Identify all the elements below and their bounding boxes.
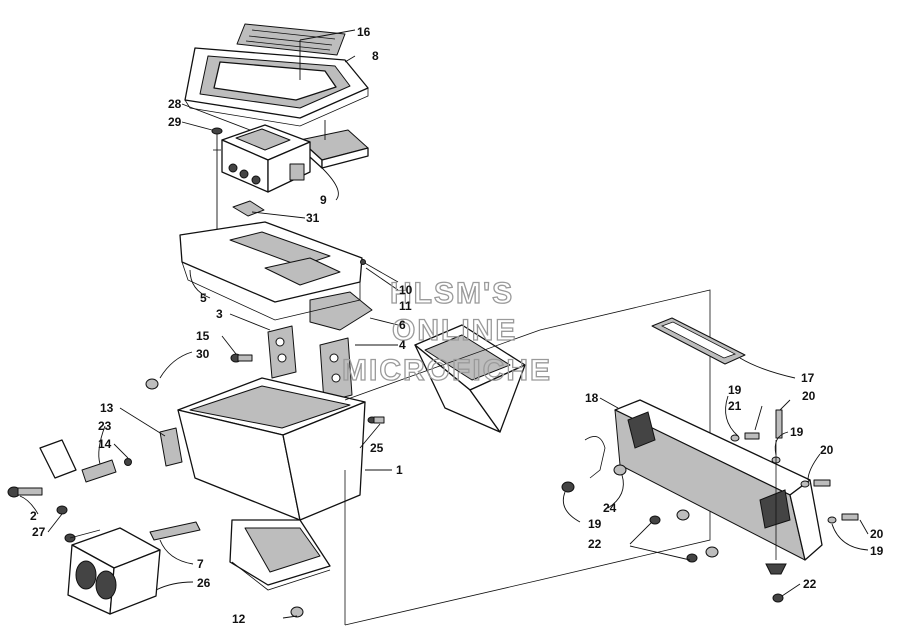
- callout-31: 31: [306, 211, 320, 225]
- part-12-foot: [290, 606, 304, 618]
- part-25-screw: [367, 416, 385, 424]
- part-29-screw: [211, 127, 223, 240]
- callout-17: 17: [801, 371, 815, 385]
- callout-3: 3: [216, 307, 223, 321]
- callout-18: 18: [585, 391, 599, 405]
- part-17-gasket-frame: [651, 317, 746, 365]
- part-7-strap: [149, 521, 201, 541]
- leader-lines: [19, 29, 869, 619]
- callout-12: 12: [232, 612, 246, 626]
- callout-20-b: 20: [820, 443, 834, 457]
- callout-23: 23: [98, 419, 112, 433]
- part-13-bracket: [159, 427, 183, 467]
- callout-15: 15: [196, 329, 210, 343]
- callout-16: 16: [357, 25, 371, 39]
- part-2-bolt: [7, 439, 77, 498]
- callout-6: 6: [399, 318, 406, 332]
- callout-9: 9: [320, 193, 327, 207]
- callout-24: 24: [603, 501, 617, 515]
- part-18-duct: [584, 399, 823, 561]
- part-14-clip: [124, 458, 132, 466]
- callout-27: 27: [32, 525, 46, 539]
- callout-25: 25: [370, 441, 384, 455]
- part-6-intake-funnel: [414, 324, 526, 433]
- right-hardware: [561, 409, 859, 603]
- callout-29: 29: [168, 115, 182, 129]
- part-1-airbox-body: [177, 377, 366, 591]
- callout-19-d: 19: [870, 544, 884, 558]
- part-16-label-plate: [236, 23, 346, 56]
- callout-11: 11: [399, 299, 412, 313]
- callout-14: 14: [98, 437, 112, 451]
- callout-2: 2: [30, 509, 37, 523]
- part-8-airbox-cover: [184, 47, 369, 127]
- callout-19-a: 19: [728, 383, 742, 397]
- part-4-gasket: [319, 337, 353, 403]
- callout-22-a: 22: [588, 537, 602, 551]
- part-30-grommet: [145, 378, 159, 390]
- callout-20-a: 20: [802, 389, 816, 403]
- callout-22-b: 22: [803, 577, 817, 591]
- part-10-11-fasteners: [360, 259, 399, 283]
- callout-8: 8: [372, 49, 379, 63]
- right-assembly-frame: [344, 289, 711, 626]
- callout-13: 13: [100, 401, 114, 415]
- watermark-line-1: HLSM'S: [390, 277, 514, 310]
- watermark-line-3: MICROFICHE: [342, 354, 552, 387]
- part-3-gasket: [267, 325, 297, 379]
- callout-19-c: 19: [588, 517, 602, 531]
- callout-30: 30: [196, 347, 210, 361]
- part-28-intake-housing: [221, 124, 311, 193]
- callout-28: 28: [168, 97, 182, 111]
- callout-5: 5: [200, 291, 207, 305]
- callout-4: 4: [399, 338, 406, 352]
- callout-1: 1: [396, 463, 403, 477]
- part-27-rivet: [56, 505, 101, 543]
- callout-20-c: 20: [870, 527, 884, 541]
- callout-26: 26: [197, 576, 211, 590]
- callout-10: 10: [399, 283, 413, 297]
- watermark-line-2: ONLINE: [392, 314, 517, 347]
- part-31-gasket: [232, 200, 265, 217]
- part-23-sleeve: [81, 459, 117, 483]
- part-26-intake-silencer: [67, 527, 161, 615]
- part-5-base-plate: [179, 221, 373, 331]
- callout-7: 7: [197, 557, 204, 571]
- callout-19-b: 19: [790, 425, 804, 439]
- callout-labels: 16 8 28 29 9 31 5 10 11 6 4 3 15 30 13 2…: [30, 25, 884, 626]
- callout-21: 21: [728, 399, 742, 413]
- watermark: HLSM'S ONLINE MICROFICHE: [341, 276, 552, 387]
- part-15-bolt: [230, 353, 253, 363]
